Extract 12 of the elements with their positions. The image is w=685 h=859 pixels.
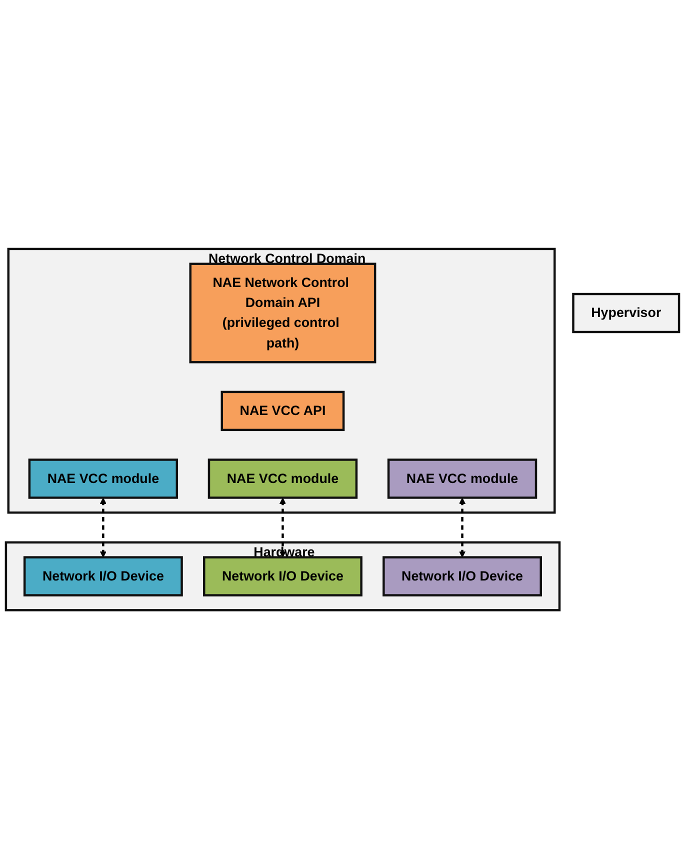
node-box: Network I/O Device	[203, 556, 362, 596]
node-box: Hypervisor	[572, 292, 680, 334]
node-box: NAE VCC API	[220, 390, 345, 431]
node-box: NAE VCC module	[208, 458, 358, 499]
arrow	[100, 498, 106, 558]
node-box: Network I/O Device	[23, 556, 183, 596]
arrow	[459, 498, 466, 558]
arrow	[279, 498, 286, 558]
node-box: NAE Network Control Domain API (privileged control path)	[189, 262, 376, 364]
node-box: Network I/O Device	[382, 556, 542, 596]
node-box: NAE VCC module	[387, 458, 538, 499]
node-box: NAE VCC module	[28, 458, 178, 499]
